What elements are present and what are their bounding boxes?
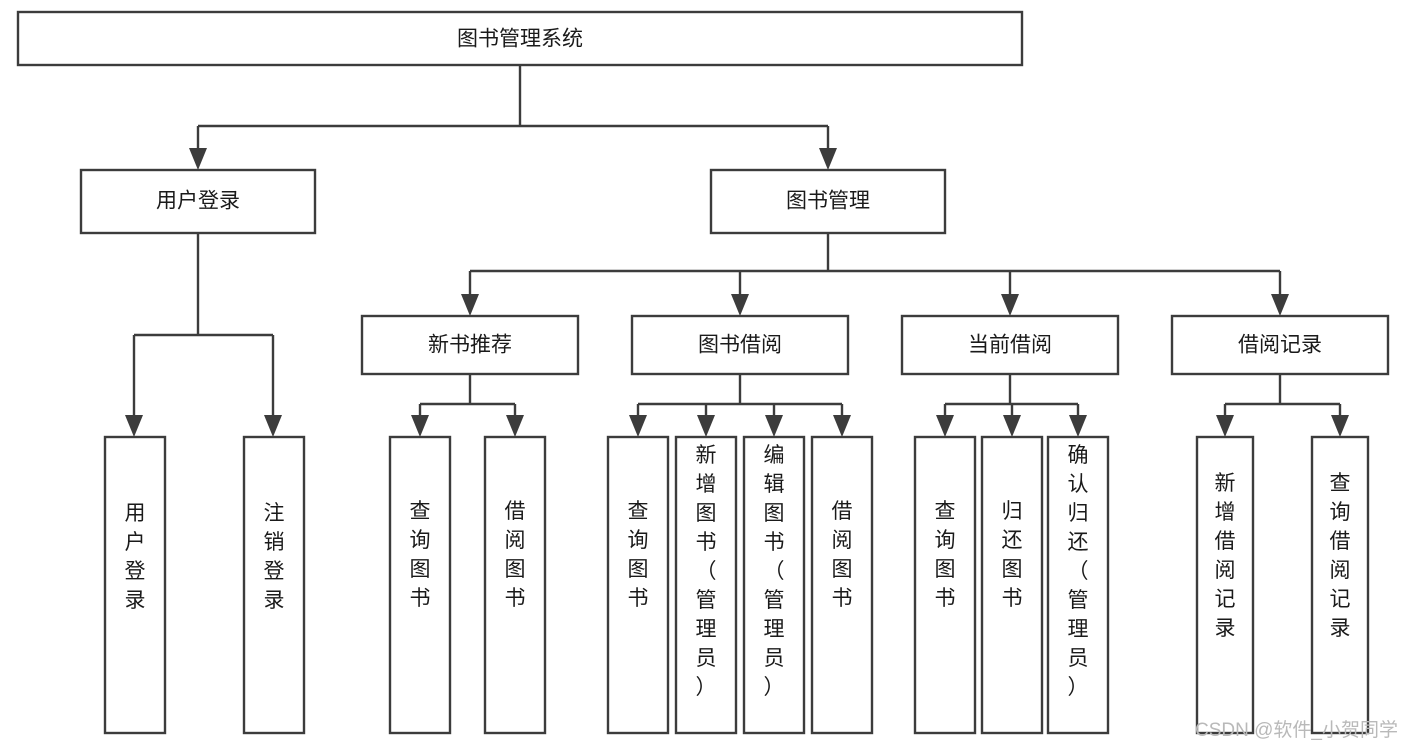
arrow-head-leaf-return-book xyxy=(1003,415,1021,437)
node-leaf-confirm-return-label: 确认归还（管理员） xyxy=(1068,444,1089,699)
node-leaf-borrow-book-1-box[interactable] xyxy=(483,435,547,735)
node-user-login-box[interactable] xyxy=(79,168,317,235)
arrow-head-book-borrow xyxy=(731,294,749,316)
node-book-manage[interactable]: 图书管理 xyxy=(709,168,947,235)
node-root-box[interactable] xyxy=(16,10,1024,67)
node-leaf-confirm-return-box[interactable] xyxy=(1046,435,1110,735)
node-leaf-add-book-box[interactable] xyxy=(674,435,738,735)
node-current-borrow[interactable]: 当前借阅 xyxy=(900,314,1120,376)
node-leaf-query-book-1[interactable]: 查询图书 xyxy=(388,435,452,735)
node-leaf-borrow-book-2[interactable]: 借阅图书 xyxy=(810,435,874,735)
node-leaf-user-login[interactable]: 用户登录 xyxy=(103,435,167,735)
arrow-head-leaf-borrow-book-1 xyxy=(506,415,524,437)
node-leaf-borrow-book-2-box[interactable] xyxy=(810,435,874,735)
node-leaf-user-login-label: 用户登录 xyxy=(125,502,146,612)
node-root-book-management-system[interactable]: 图书管理系统 xyxy=(16,10,1024,67)
connector-group-new-book-recommend xyxy=(411,374,524,437)
node-leaf-query-book-2-box[interactable] xyxy=(606,435,670,735)
node-leaf-query-book-2[interactable]: 查询图书 xyxy=(606,435,670,735)
node-leaf-add-record[interactable]: 新增借阅记录 xyxy=(1195,435,1255,735)
arrow-head-leaf-query-record xyxy=(1331,415,1349,437)
node-book-borrow-box[interactable] xyxy=(630,314,850,376)
node-leaf-confirm-return[interactable]: 确认归还（管理员） xyxy=(1046,435,1110,735)
node-leaf-return-book-label: 归还图书 xyxy=(1002,500,1023,610)
node-leaf-borrow-book-2-label: 借阅图书 xyxy=(832,500,853,610)
node-leaf-query-book-3[interactable]: 查询图书 xyxy=(913,435,977,735)
arrow-head-leaf-add-record xyxy=(1216,415,1234,437)
node-leaf-query-book-2-label: 查询图书 xyxy=(628,500,649,610)
arrow-head-leaf-query-book-2 xyxy=(629,415,647,437)
node-leaf-return-book[interactable]: 归还图书 xyxy=(980,435,1044,735)
node-borrow-record-box[interactable] xyxy=(1170,314,1390,376)
node-leaf-edit-book-box[interactable] xyxy=(742,435,806,735)
arrow-head-leaf-edit-book xyxy=(765,415,783,437)
node-book-borrow[interactable]: 图书借阅 xyxy=(630,314,850,376)
node-leaf-query-book-3-box[interactable] xyxy=(913,435,977,735)
connector-group-user-login xyxy=(125,233,282,437)
arrow-head-leaf-user-logout xyxy=(264,415,282,437)
arrow-head-leaf-query-book-3 xyxy=(936,415,954,437)
node-borrow-record-label: 借阅记录 xyxy=(1238,334,1322,357)
node-user-login[interactable]: 用户登录 xyxy=(79,168,317,235)
node-book-manage-box[interactable] xyxy=(709,168,947,235)
node-leaf-borrow-book-1-label: 借阅图书 xyxy=(505,500,526,610)
node-borrow-record[interactable]: 借阅记录 xyxy=(1170,314,1390,376)
node-leaf-add-record-box[interactable] xyxy=(1195,435,1255,735)
arrow-head-book-manage xyxy=(819,148,837,170)
arrow-head-leaf-user-login xyxy=(125,415,143,437)
node-leaf-query-book-3-label: 查询图书 xyxy=(935,500,956,610)
node-user-login-label: 用户登录 xyxy=(156,190,240,213)
arrow-head-leaf-add-book xyxy=(697,415,715,437)
node-new-book-recommend[interactable]: 新书推荐 xyxy=(360,314,580,376)
node-leaf-user-logout-label: 注销登录 xyxy=(264,502,285,612)
connector-group-current-borrow xyxy=(936,374,1087,437)
node-leaf-add-record-label: 新增借阅记录 xyxy=(1215,472,1236,640)
node-leaf-user-logout[interactable]: 注销登录 xyxy=(242,435,306,735)
node-leaf-query-record[interactable]: 查询借阅记录 xyxy=(1310,435,1370,735)
connector-group-borrow-record xyxy=(1216,374,1349,437)
node-leaf-user-login-box[interactable] xyxy=(103,435,167,735)
csdn-watermark: CSDN @软件_小贺同学 xyxy=(1195,719,1398,741)
node-root-label: 图书管理系统 xyxy=(457,28,583,51)
connector-group-root xyxy=(189,65,837,170)
node-new-book-recommend-box[interactable] xyxy=(360,314,580,376)
node-leaf-borrow-book-1[interactable]: 借阅图书 xyxy=(483,435,547,735)
node-book-borrow-label: 图书借阅 xyxy=(698,334,782,357)
arrow-head-leaf-query-book-1 xyxy=(411,415,429,437)
arrow-head-borrow-record xyxy=(1271,294,1289,316)
node-current-borrow-box[interactable] xyxy=(900,314,1120,376)
node-leaf-query-record-label: 查询借阅记录 xyxy=(1330,472,1351,640)
node-leaf-add-book[interactable]: 新增图书（管理员） xyxy=(674,435,738,735)
arrow-head-leaf-confirm-return xyxy=(1069,415,1087,437)
node-leaf-edit-book-label: 编辑图书（管理员） xyxy=(764,444,785,699)
arrow-head-leaf-borrow-book-2 xyxy=(833,415,851,437)
node-leaf-user-logout-box[interactable] xyxy=(242,435,306,735)
connector-group-book-manage xyxy=(461,233,1289,316)
node-book-manage-label: 图书管理 xyxy=(786,190,870,213)
arrow-head-new-book-recommend xyxy=(461,294,479,316)
node-leaf-query-record-box[interactable] xyxy=(1310,435,1370,735)
node-leaf-edit-book[interactable]: 编辑图书（管理员） xyxy=(742,435,806,735)
node-new-book-recommend-label: 新书推荐 xyxy=(428,334,512,357)
node-leaf-query-book-1-box[interactable] xyxy=(388,435,452,735)
node-leaf-add-book-label: 新增图书（管理员） xyxy=(696,444,717,699)
connector-group-book-borrow xyxy=(629,374,851,437)
arrow-head-user-login xyxy=(189,148,207,170)
arrow-head-current-borrow xyxy=(1001,294,1019,316)
node-leaf-query-book-1-label: 查询图书 xyxy=(410,500,431,610)
node-current-borrow-label: 当前借阅 xyxy=(968,334,1052,357)
node-leaf-return-book-box[interactable] xyxy=(980,435,1044,735)
